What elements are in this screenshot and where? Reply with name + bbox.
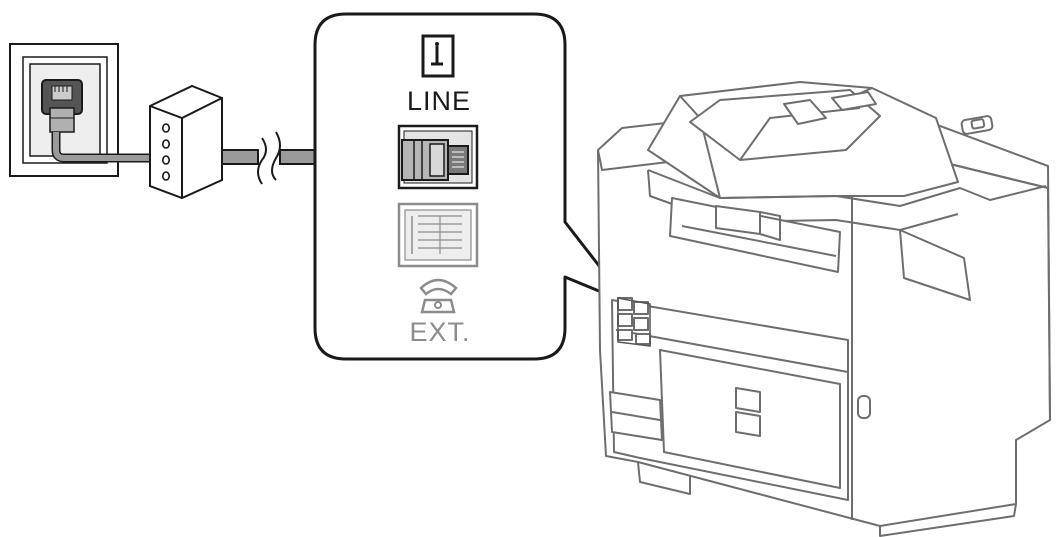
ext-port [397, 202, 479, 268]
line-port [397, 124, 479, 190]
printer [597, 81, 1051, 537]
phone-line-icon [421, 34, 455, 78]
telephone-icon [419, 278, 458, 314]
line-splitter [149, 84, 223, 200]
wall-jack [9, 43, 119, 177]
callout-pointer-target [617, 297, 651, 347]
line-port-label: LINE [407, 86, 471, 116]
ext-port-label: EXT. [409, 317, 470, 347]
